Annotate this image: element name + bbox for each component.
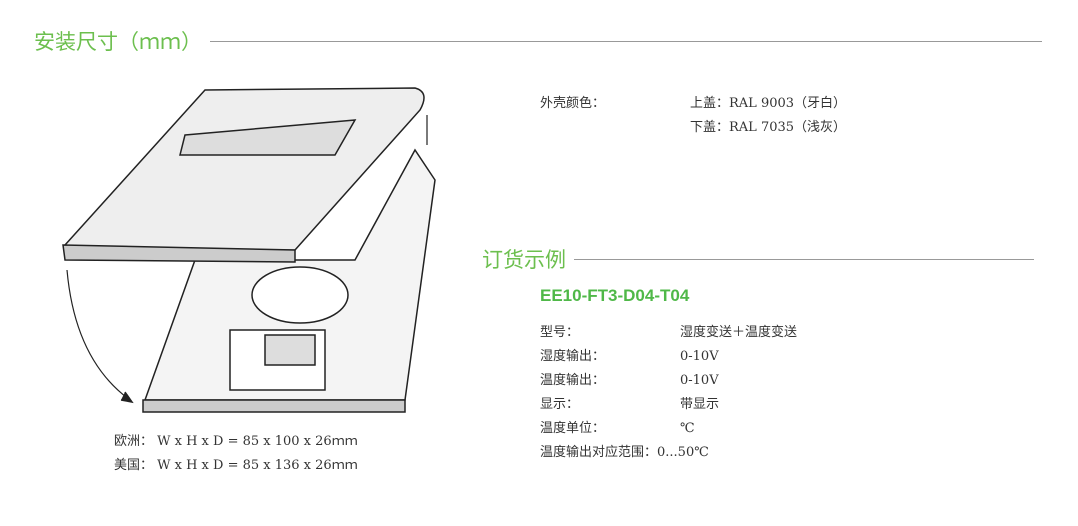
spec-key: 温度输出对应范围： — [540, 445, 658, 460]
heading-text: 安装尺寸（ｍｍ） — [34, 30, 202, 54]
spec-value: 0-10V — [680, 349, 719, 364]
spec-key: 温度输出： — [540, 373, 606, 388]
spec-key: 显示： — [540, 397, 580, 412]
dimensions: 欧洲： W x H x D = 85 x 100 x 26ｍｍ 美国： W x … — [114, 430, 358, 478]
dimension-us: 美国： W x H x D = 85 x 136 x 26ｍｍ — [114, 458, 358, 473]
section-install-heading: 安装尺寸（ｍｍ） — [34, 26, 1042, 56]
spec-row: 温度单位： ℃ — [540, 417, 797, 441]
divider — [210, 40, 1042, 42]
spec-value: ℃ — [680, 421, 695, 436]
heading-text: 订货示例 — [482, 248, 566, 272]
spec-value: 带显示 — [680, 397, 720, 412]
color-bottom: 下盖：RAL 7035（浅灰） — [690, 120, 847, 135]
color-top: 上盖：RAL 9003（牙白） — [690, 96, 847, 111]
spec-row: 温度输出对应范围：0...50℃ — [540, 441, 797, 465]
device-drawing — [62, 87, 436, 413]
dimension-eu: 欧洲： W x H x D = 85 x 100 x 26ｍｍ — [114, 434, 358, 449]
order-code: EE10-FT3-D04-T04 — [540, 286, 690, 305]
spec-row: 型号： 湿度变送＋温度变送 — [540, 321, 797, 345]
spec-row: 显示： 带显示 — [540, 393, 797, 417]
section-order-heading: 订货示例 — [482, 244, 1034, 274]
spec-key: 温度单位： — [540, 421, 606, 436]
spec-value: 0-10V — [680, 373, 719, 388]
spec-value: 0...50℃ — [657, 445, 709, 460]
housing-color-label: 外壳颜色： — [540, 96, 606, 111]
spec-row: 温度输出： 0-10V — [540, 369, 797, 393]
spec-key: 型号： — [540, 325, 580, 340]
spec-key: 湿度输出： — [540, 349, 606, 364]
spec-value: 湿度变送＋温度变送 — [680, 325, 798, 340]
divider — [574, 258, 1034, 260]
housing-colors: 上盖：RAL 9003（牙白） 下盖：RAL 7035（浅灰） — [690, 92, 846, 140]
spec-row: 湿度输出： 0-10V — [540, 345, 797, 369]
